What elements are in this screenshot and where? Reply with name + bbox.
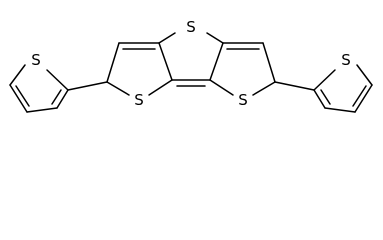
bond bbox=[209, 42, 224, 81]
bond bbox=[106, 81, 130, 96]
bond bbox=[352, 85, 367, 107]
bond bbox=[324, 107, 356, 113]
bond bbox=[26, 107, 58, 113]
bond bbox=[356, 64, 373, 86]
atom-label-sulfur: S bbox=[238, 91, 248, 109]
bond bbox=[313, 69, 336, 91]
bond bbox=[262, 42, 276, 83]
bond bbox=[354, 84, 373, 113]
atom-label-sulfur: S bbox=[134, 91, 144, 109]
bond bbox=[56, 89, 69, 109]
atom-label-sulfur: S bbox=[31, 51, 41, 69]
bond bbox=[46, 69, 69, 91]
bond bbox=[106, 42, 120, 83]
bond bbox=[252, 81, 276, 96]
bond bbox=[9, 64, 26, 86]
bond bbox=[9, 84, 28, 113]
bond bbox=[15, 85, 30, 107]
bond bbox=[158, 42, 173, 81]
atom-label-sulfur: S bbox=[341, 51, 351, 69]
bond bbox=[51, 89, 62, 105]
chemical-structure: S S S S S bbox=[9, 18, 373, 113]
atom-label-sulfur: S bbox=[186, 18, 196, 36]
atom-labels: S S S S S bbox=[31, 18, 351, 109]
bond bbox=[209, 79, 234, 96]
bond bbox=[320, 89, 331, 105]
bond bbox=[148, 79, 173, 96]
bond bbox=[67, 81, 108, 91]
bond bbox=[274, 81, 315, 91]
bonds bbox=[9, 32, 373, 113]
bond bbox=[158, 32, 176, 44]
bond bbox=[206, 32, 224, 44]
bond bbox=[313, 89, 326, 109]
